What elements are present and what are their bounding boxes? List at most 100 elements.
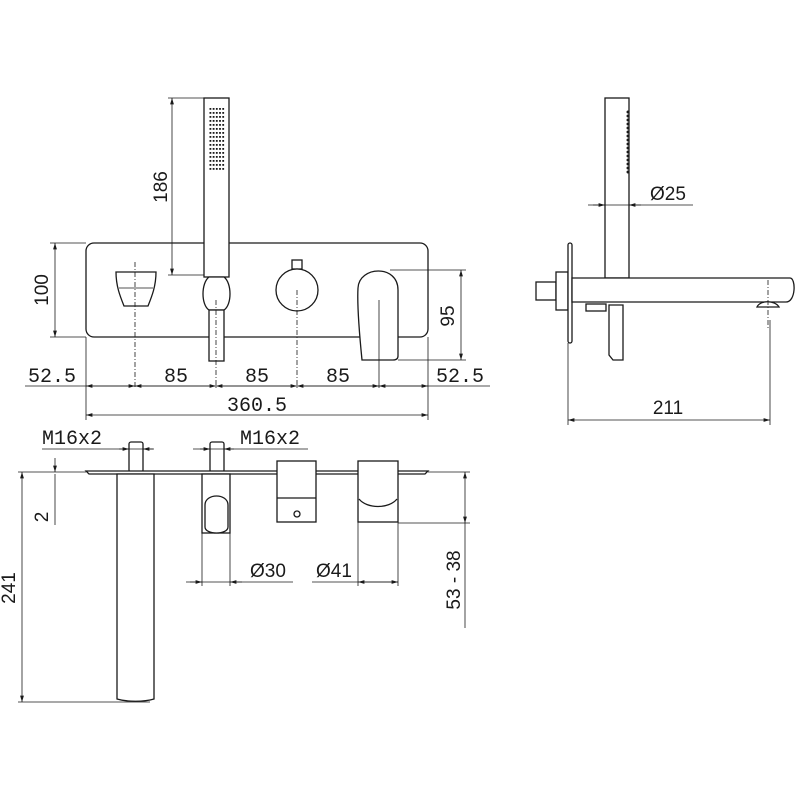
nozzle-dot [626,114,630,118]
nozzle-dot [212,108,215,110]
nozzle-dot [222,148,225,150]
mixer-tab [291,259,303,270]
nozzle-dot [215,164,218,166]
nozzle-dot [215,132,218,134]
dim-projection: 53 - 38 [444,550,465,609]
nozzle-dot [219,148,221,150]
nozzle-dot [222,116,225,118]
nozzle-dot [626,130,630,134]
nozzle-dot [209,156,212,158]
nozzle-dot [219,136,221,138]
nozzle-dot [215,148,218,150]
nozzle-dot [209,136,212,138]
nozzle-dot [215,108,218,110]
front-view: 186 100 95 52.5 85 85 85 52.5 360.5 [25,97,490,420]
nozzle-dot [209,160,212,162]
lever-side [608,304,624,361]
nozzle-dot [212,116,215,118]
nozzle-dot [219,140,221,142]
diverter-knob [115,271,157,307]
top-view: M16x2 M16x2 2 241 Ø30 Ø41 53 - 38 [0,428,470,703]
hand-shower [202,97,231,362]
dim-lever-diameter: Ø41 [316,561,352,582]
nozzle-dot [626,122,630,126]
nozzle-dot [215,116,218,118]
nozzle-dot [209,164,212,166]
handshower-side [604,97,630,279]
nozzle-dot [209,128,212,130]
lever-top [357,460,399,523]
nozzle-dot [215,128,218,130]
nozzle-dot [209,132,212,134]
nozzle-dot [626,142,630,146]
spout-side [571,277,795,303]
nozzle-dot [212,112,215,114]
nozzle-dot [222,140,225,142]
nozzle-dot [626,146,630,150]
nozzle-dot [626,138,630,142]
nozzle-dot [626,126,630,130]
nozzle-dot [209,124,212,126]
nozzle-dot [222,128,225,130]
nozzle-dot [222,132,225,134]
nozzle-dot [626,170,630,174]
dim-241: 241 [0,572,20,604]
nozzle-dot [626,134,630,138]
nozzle-dot [212,136,215,138]
nozzle-dot [212,160,215,162]
nozzle-dot [222,144,225,146]
dim-100: 100 [32,274,53,306]
nozzle-dot [222,112,225,114]
nozzle-dot [222,124,225,126]
nozzle-dot [626,110,630,114]
nozzle-dot [222,164,225,166]
wall-plate [85,242,429,338]
nozzle-dot [209,108,212,110]
stem-right [209,441,225,473]
nozzle-dot [212,124,215,126]
nozzle-dot [215,144,218,146]
nozzle-dot [219,120,221,122]
nozzle-dot [215,156,218,158]
nozzle-dot [209,152,212,154]
nozzle-dot [209,120,212,122]
nozzle-dot [626,118,630,122]
nozzle-dot [219,144,221,146]
nozzle-dot [215,168,218,170]
thread-right: M16x2 [240,428,300,451]
dim-handshower-diameter: Ø25 [650,184,686,205]
dim-spout-projection: 211 [653,398,683,419]
dim-total-width: 360.5 [227,395,287,418]
nozzle-dot [215,120,218,122]
nozzle-dot [219,168,221,170]
nozzle-dot [215,140,218,142]
nozzle-dot [222,156,225,158]
dim-right-margin: 52.5 [436,366,484,389]
nozzle-dot [215,160,218,162]
nozzle-dot [219,108,221,110]
nozzle-dot [212,144,215,146]
nozzle-dot [222,168,225,170]
mixer-top [276,460,317,523]
nozzle-dot [212,156,215,158]
nozzle-dot [215,112,218,114]
nozzle-dot [219,164,221,166]
dim-95: 95 [438,305,459,326]
nozzle-dot [212,168,215,170]
dim-spacing-3: 85 [326,366,350,389]
spout-top [116,473,155,702]
nozzle-dot [209,144,212,146]
nozzle-dot [626,162,630,166]
nozzle-dot [212,128,215,130]
nozzle-dot [219,128,221,130]
nozzle-dot [209,168,212,170]
dim-186: 186 [151,171,172,203]
stem-left [128,441,144,473]
dim-holder-diameter: Ø30 [250,561,286,582]
nozzle-dot [222,160,225,162]
nozzle-dot [212,120,215,122]
nozzle-dot [219,152,221,154]
nozzle-dot [219,116,221,118]
nozzle-dot [219,124,221,126]
